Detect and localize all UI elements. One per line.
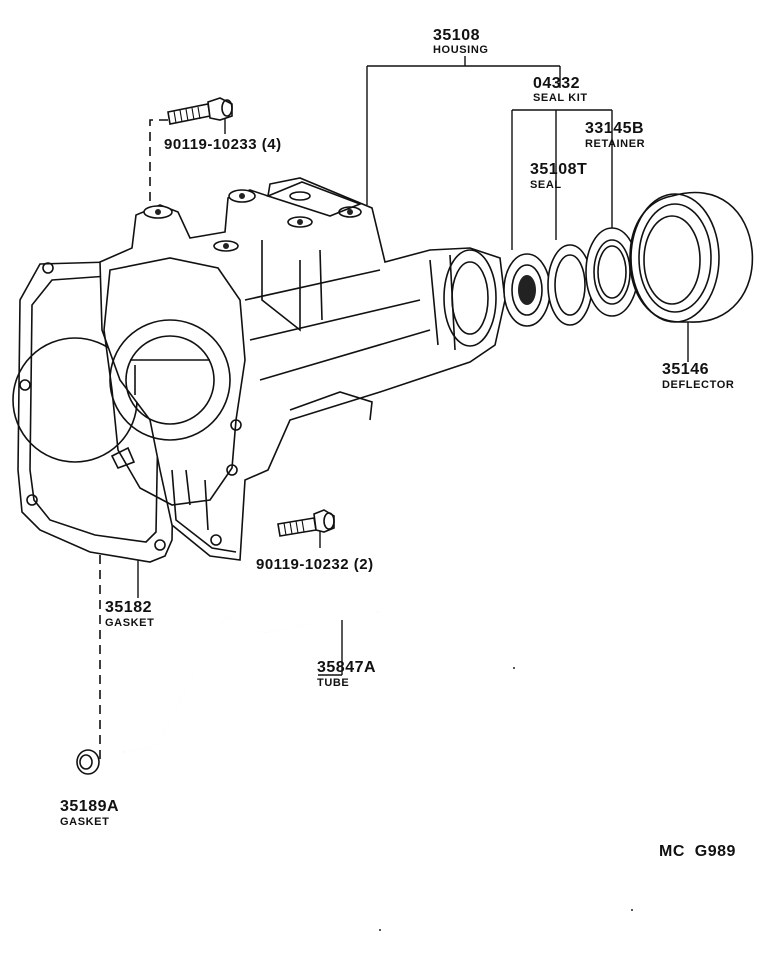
tube-drawing (123, 610, 379, 754)
retainer-number: 33145B (585, 120, 645, 137)
bolt-upper-number: 90119-10233 (4) (164, 136, 282, 153)
housing-35108-drawing (99, 177, 506, 561)
seal-kit-number: 04332 (533, 75, 580, 92)
deflector-drawing (629, 191, 754, 323)
bolt-lower-number: 90119-10232 (2) (256, 556, 374, 573)
seal-number: 35108T (530, 161, 588, 178)
gasket-small-drawing (76, 749, 100, 775)
seal-kit-name: SEAL KIT (533, 92, 588, 104)
seal-name: SEAL (530, 179, 562, 191)
tube-name: TUBE (317, 677, 350, 689)
leader-lines (99, 56, 689, 762)
gasket-large-number: 35182 (105, 599, 152, 616)
bolt-lower-drawing (277, 509, 335, 537)
gasket-small-number: 35189A (60, 798, 120, 815)
tube-number: 35847A (317, 659, 377, 676)
housing-name: HOUSING (433, 44, 489, 56)
diagram-code: MC G989 (659, 843, 736, 860)
gasket-large-name: GASKET (105, 617, 155, 629)
housing-number: 35108 (433, 27, 480, 44)
retainer-name: RETAINER (585, 138, 646, 150)
deflector-number: 35146 (662, 361, 709, 378)
retainer-drawing (585, 227, 639, 317)
bolt-upper-drawing (167, 97, 233, 125)
gasket-small-name: GASKET (60, 816, 110, 828)
deflector-name: DEFLECTOR (662, 379, 735, 391)
seal-drawing (503, 244, 593, 327)
